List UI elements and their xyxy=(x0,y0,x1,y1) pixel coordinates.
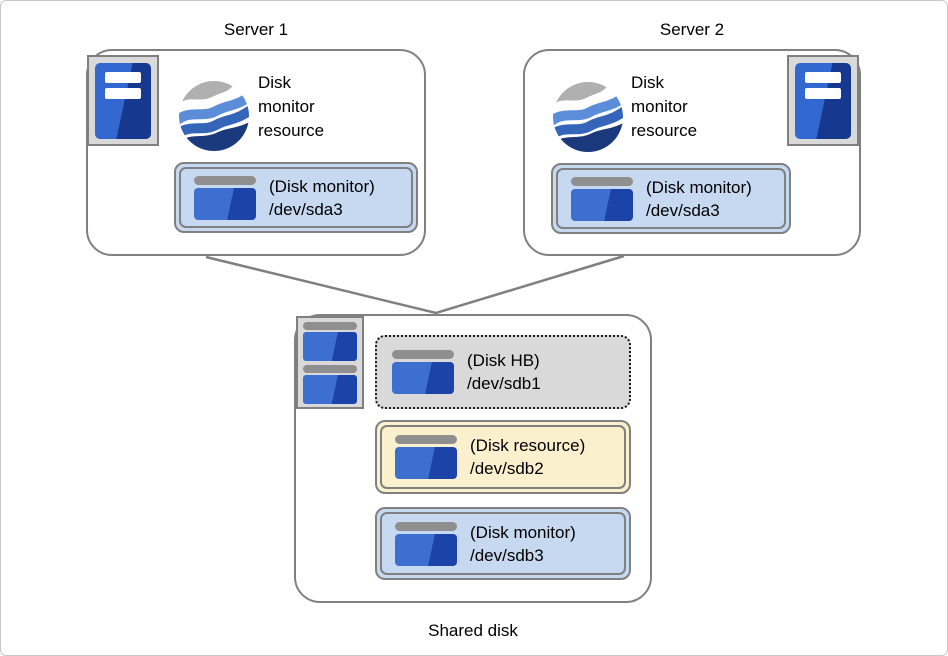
server-tower xyxy=(95,62,151,139)
disk-partition-icon xyxy=(395,435,457,479)
server-icon xyxy=(87,55,159,146)
server-icon xyxy=(787,55,859,146)
partition-label: (Disk monitor) xyxy=(269,176,375,196)
partition-device: /dev/sda3 xyxy=(269,199,343,219)
server1-title: Server 1 xyxy=(223,20,289,39)
server2-partition-box: (Disk monitor) /dev/sda3 xyxy=(551,163,791,234)
disk-partition-icon xyxy=(571,176,633,221)
partition-device: /dev/sdb2 xyxy=(470,459,544,478)
shared-disk-label: Shared disk xyxy=(428,621,518,640)
server2-resource-label: Disk monitor resource xyxy=(631,73,698,140)
partition-device: /dev/sdb3 xyxy=(470,545,544,565)
disk-partition-icon xyxy=(392,350,454,394)
partition-label: (Disk HB) xyxy=(467,351,540,370)
partition-label: (Disk monitor) xyxy=(470,522,576,542)
server-tower xyxy=(795,62,851,139)
partition-label: (Disk resource) xyxy=(470,436,586,455)
shared-partition-monitor-box: (Disk monitor) /dev/sdb3 xyxy=(375,507,631,580)
partition-device: /dev/sda3 xyxy=(646,200,720,220)
disk-partition-icon xyxy=(194,175,256,220)
disk-partition-icon xyxy=(395,521,457,566)
server1-resource-label: Disk monitor resource xyxy=(258,73,325,140)
partition-device: /dev/sdb1 xyxy=(467,374,541,393)
disk-monitor-resource-icon xyxy=(553,82,623,152)
disk-monitor-resource-icon xyxy=(179,81,249,151)
partition-label: (Disk monitor) xyxy=(646,177,752,197)
shared-disk-icon xyxy=(296,316,364,409)
server2-title: Server 2 xyxy=(659,20,725,39)
shared-partition-hb-box: (Disk HB) /dev/sdb1 xyxy=(375,335,631,409)
shared-partition-resource-box: (Disk resource) /dev/sdb2 xyxy=(375,420,631,494)
server1-partition-box: (Disk monitor) /dev/sda3 xyxy=(174,162,418,233)
